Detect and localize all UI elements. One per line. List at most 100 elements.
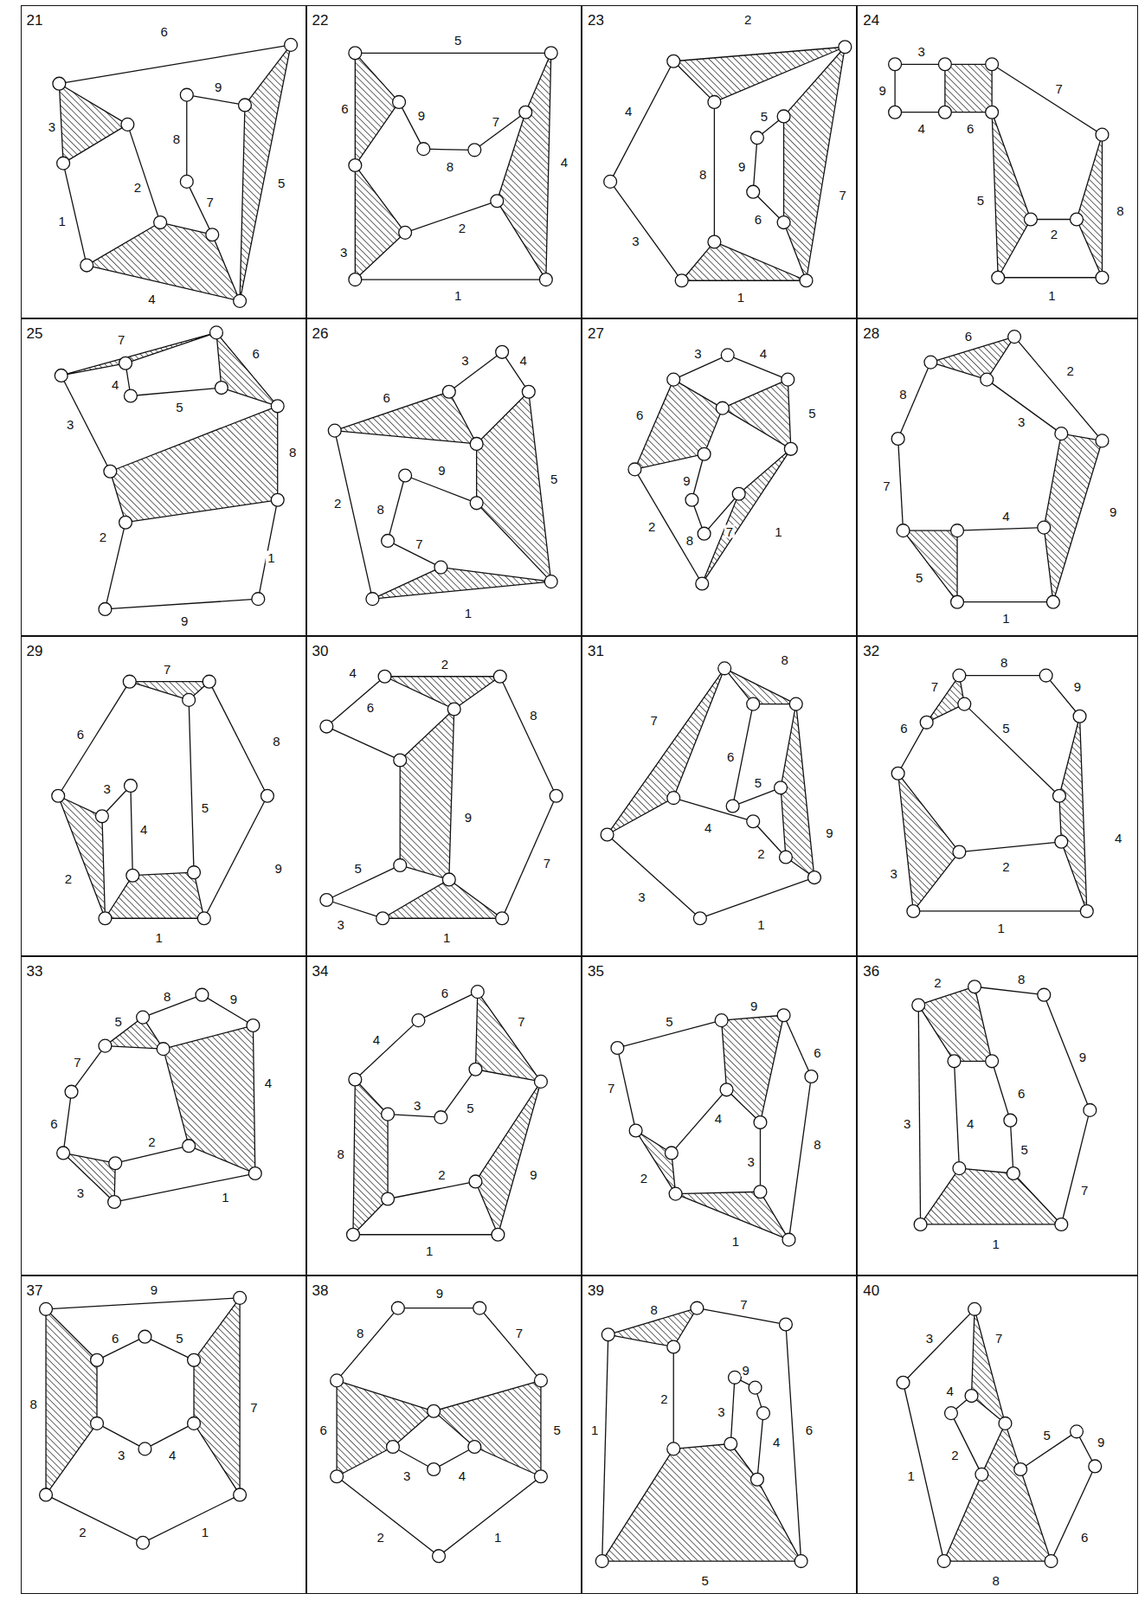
graph-vertex — [80, 258, 94, 272]
graph-edge — [440, 1069, 476, 1118]
graph-vertex — [714, 1014, 728, 1028]
graph-vertex — [328, 424, 341, 438]
graph-edge — [788, 1076, 811, 1241]
graph-edge — [951, 1413, 982, 1475]
graph-vertex — [600, 828, 614, 842]
edge-number: 2 — [374, 1530, 386, 1544]
graph-vertex — [491, 1228, 505, 1242]
graph-vertex — [838, 40, 852, 54]
graph-vertex — [1088, 1460, 1102, 1474]
panel-graph — [330, 1301, 548, 1563]
hatched-face — [1059, 716, 1088, 912]
graph-vertex — [182, 693, 196, 707]
graph-vertex — [52, 77, 66, 91]
graph-vertex — [393, 753, 407, 767]
edge-number: 3 — [411, 1098, 423, 1112]
edge-number: 4 — [559, 155, 570, 169]
hatched-face — [722, 379, 792, 450]
edge-number: 4 — [1112, 830, 1124, 844]
edge-number: 1 — [265, 550, 277, 564]
figure-panel: 25123456789 — [20, 318, 307, 637]
graph-vertex — [493, 669, 507, 683]
graph-vertex — [804, 1070, 818, 1084]
hatched-face — [602, 1443, 802, 1562]
edge-number: 3 — [46, 120, 58, 134]
graph-edge — [894, 64, 895, 112]
hatched-face — [724, 668, 797, 704]
graph-vertex — [919, 715, 933, 729]
edge-number: 2 — [1065, 363, 1076, 377]
graph-vertex — [180, 174, 193, 188]
graph-vertex — [214, 381, 228, 395]
graph-vertex — [233, 294, 247, 308]
graph-vertex — [777, 109, 791, 123]
edge-number: 2 — [1000, 859, 1011, 873]
edge-number: 8 — [684, 533, 695, 547]
edge-number: 8 — [374, 502, 386, 516]
graph-vertex — [782, 1233, 796, 1247]
graph-edge — [336, 1308, 399, 1382]
graph-vertex — [98, 603, 112, 617]
graph-edge — [1051, 1466, 1096, 1562]
graph-vertex — [1083, 1103, 1097, 1117]
edge-number: 7 — [541, 856, 553, 870]
edge-number: 2 — [456, 220, 468, 234]
edge-number: 8 — [778, 652, 790, 666]
graph-edge — [354, 52, 551, 54]
graph-vertex — [1095, 434, 1109, 448]
edge-number: 5 — [276, 175, 287, 189]
panel-number: 25 — [24, 326, 45, 341]
edge-number: 5 — [913, 571, 925, 585]
graph-vertex — [777, 216, 791, 230]
graph-edge — [617, 1048, 636, 1132]
graph-vertex — [233, 1488, 247, 1502]
graph-vertex — [427, 1404, 441, 1418]
graph-vertex — [109, 1157, 123, 1171]
graph-vertex — [794, 1555, 808, 1569]
edge-number: 1 — [1000, 611, 1011, 625]
graph-vertex — [549, 789, 563, 803]
edge-number: 3 — [715, 1404, 727, 1418]
panel-graph — [888, 57, 1109, 284]
edge-number: 6 — [439, 986, 451, 1000]
edge-number: 8 — [648, 1302, 659, 1316]
edge-number: 2 — [77, 1524, 88, 1538]
graph-vertex — [964, 1389, 978, 1403]
graph-vertex — [411, 1014, 425, 1028]
graph-vertex — [913, 1218, 927, 1232]
edge-number: 6 — [1079, 1530, 1090, 1544]
graph-vertex — [348, 1073, 362, 1087]
graph-vertex — [985, 105, 999, 119]
hatched-face — [385, 676, 501, 710]
edge-number: 7 — [248, 1400, 259, 1414]
edge-number: 3 — [115, 1448, 127, 1462]
graph-vertex — [891, 432, 905, 446]
hatched-face — [903, 530, 958, 603]
graph-edge — [673, 797, 753, 822]
edge-number: 4 — [771, 1434, 782, 1448]
graph-edge — [785, 1325, 802, 1563]
graph-vertex — [667, 1340, 681, 1354]
graph-vertex — [985, 1054, 999, 1068]
graph-vertex — [980, 373, 994, 386]
graph-vertex — [998, 1416, 1012, 1430]
edge-number: 2 — [658, 1392, 669, 1406]
panel-graph — [600, 662, 821, 926]
edge-number: 5 — [112, 1015, 123, 1029]
figure-panel: 38123456789 — [306, 1275, 582, 1595]
edge-number: 5 — [663, 1015, 675, 1029]
edge-number: 1 — [772, 525, 784, 539]
edge-number: 9 — [436, 463, 447, 477]
graph-edge — [209, 681, 268, 797]
edge-number: 1 — [735, 289, 747, 303]
edge-number: 1 — [995, 920, 1006, 934]
graph-vertex — [781, 373, 795, 386]
graph-vertex — [1070, 1425, 1084, 1439]
panel-number: 40 — [861, 1283, 882, 1299]
edge-number: 6 — [811, 1045, 823, 1059]
figure-panel: 21123456789 — [20, 5, 307, 319]
graph-vertex — [330, 1374, 344, 1388]
edge-number: 4 — [964, 1117, 976, 1131]
graph-vertex — [39, 1302, 53, 1316]
edge-number: 4 — [623, 104, 634, 118]
